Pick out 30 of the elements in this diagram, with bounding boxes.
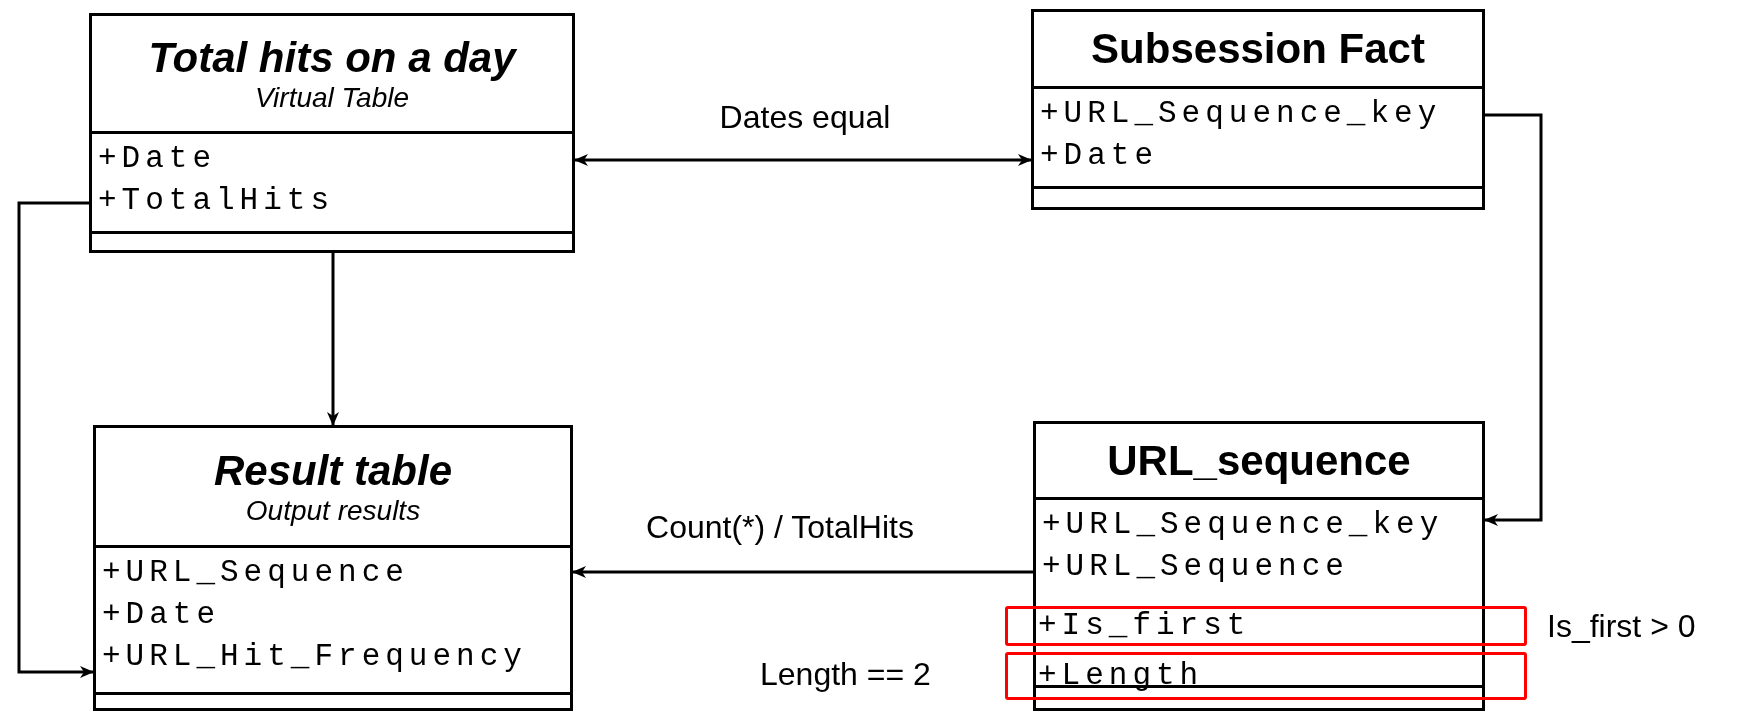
class-box: [89, 13, 575, 253]
table-title: URL_sequence: [1107, 436, 1411, 485]
attribute: +Date: [1040, 137, 1158, 175]
table-subtitle: Virtual Table: [254, 81, 410, 114]
condition-note: Length == 2: [760, 656, 931, 693]
class-box: [1033, 421, 1485, 711]
attribute: +Date: [102, 596, 220, 634]
table-title: Result table: [213, 446, 453, 495]
attribute: +URL_Sequence: [1042, 548, 1349, 586]
arrow: [574, 154, 1032, 166]
arrow: [1484, 113, 1543, 526]
arrow: [327, 253, 339, 426]
attribute: +URL_Sequence_key: [1042, 506, 1444, 544]
arrow: [17, 201, 94, 678]
table-subtitle: Output results: [245, 494, 421, 527]
attribute: +Length: [1038, 657, 1204, 695]
highlight-box: [1005, 652, 1527, 700]
class-box: [93, 425, 573, 711]
attribute: +Is_first: [1038, 607, 1251, 645]
attribute: +URL_Sequence_key: [1040, 95, 1442, 133]
arrow: [572, 566, 1033, 578]
condition-note: Is_first > 0: [1547, 608, 1696, 645]
table-title: Total hits on a day: [148, 33, 516, 82]
table-title: Subsession Fact: [1091, 25, 1425, 73]
highlight-box: [1005, 606, 1527, 646]
class-box: [1031, 9, 1485, 210]
attribute: +Date: [98, 140, 216, 178]
attribute: +TotalHits: [98, 182, 335, 220]
attribute: +URL_Hit_Frequency: [102, 638, 527, 676]
attribute: +URL_Sequence: [102, 554, 409, 592]
